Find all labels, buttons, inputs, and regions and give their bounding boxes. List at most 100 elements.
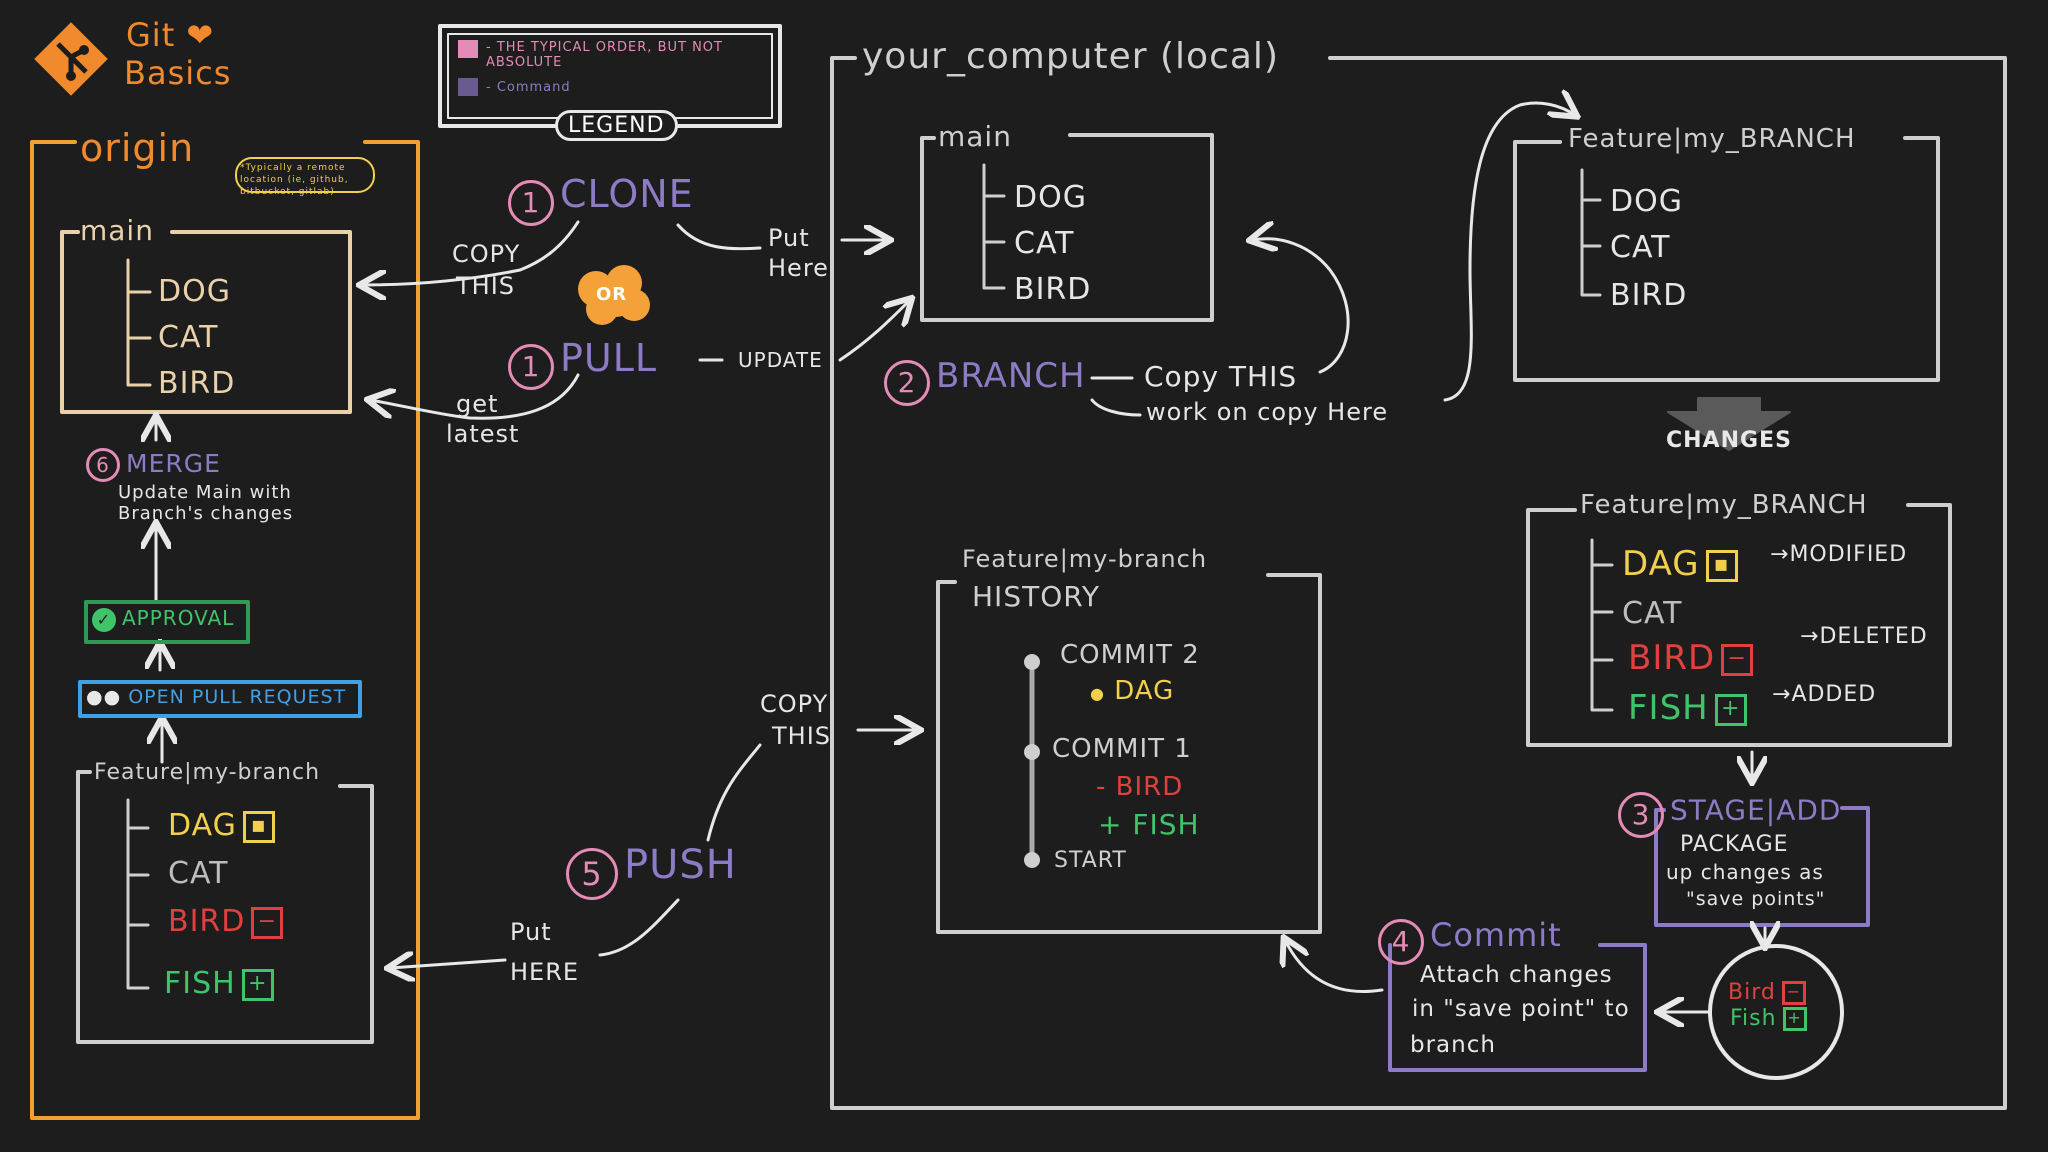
origin-feature-item-dag: DAG▪ — [168, 808, 275, 843]
modified-icon: ▪ — [1705, 549, 1738, 582]
bullet-icon: ● — [1090, 684, 1105, 703]
logo-title: Git ❤ — [126, 16, 214, 54]
legend: - THE TYPICAL ORDER, BUT NOT ABSOLUTE - … — [458, 40, 768, 96]
push-step-number: 5 — [566, 847, 618, 900]
origin-main-item-cat: CAT — [158, 320, 219, 355]
check-icon: ✓ — [92, 608, 116, 632]
branch-copy: Copy THIS — [1144, 360, 1298, 393]
clone-label: CLONE — [560, 172, 694, 216]
merge-label: MERGE — [126, 449, 221, 478]
changed-status-added-label: ADDED — [1791, 682, 1877, 707]
commit-title: Commit — [1430, 916, 1562, 954]
changed-status-modified-label: MODIFIED — [1789, 542, 1908, 567]
pull-label: PULL — [560, 336, 658, 380]
local-main-item-cat: CAT — [1014, 226, 1075, 261]
stage-step-number: 3 — [1618, 792, 1664, 838]
merge-step-number: 6 — [86, 448, 120, 482]
branch-step-number: 2 — [884, 359, 930, 406]
changed-row-dag: DAG▪ — [1622, 544, 1738, 584]
push-put1: Put — [510, 918, 552, 946]
deleted-icon: − — [251, 906, 284, 939]
deleted-icon: − — [1781, 981, 1806, 1005]
clone-copy1: COPY — [452, 240, 521, 268]
branch-work: work on copy Here — [1146, 398, 1389, 426]
commit-step-number: 4 — [1378, 918, 1424, 965]
origin-main-item-bird: BIRD — [158, 366, 236, 401]
push-label: PUSH — [624, 842, 737, 888]
changed-status-deleted-label: DELETED — [1819, 624, 1928, 649]
legend-item-order: - THE TYPICAL ORDER, BUT NOT ABSOLUTE — [458, 40, 768, 70]
history-title1: Feature|my-branch — [962, 545, 1208, 573]
logo-line2: Basics — [124, 54, 232, 92]
open-pull-request-label: OPEN PULL REQUEST — [128, 686, 347, 708]
staged-bird: Bird− — [1728, 980, 1806, 1005]
changed-status-deleted: →DELETED — [1800, 624, 1928, 649]
clone-put1: Put — [768, 224, 810, 252]
logo-line1: Git — [126, 16, 176, 54]
local-title: your_computer (local) — [862, 36, 1279, 77]
eyes-icon: ●● — [86, 686, 122, 708]
approval-badge: ✓APPROVAL — [92, 606, 234, 632]
deleted-icon: − — [1721, 643, 1754, 676]
stage-title: STAGE|ADD — [1670, 793, 1842, 827]
changed-row-fish: FISH+ — [1628, 688, 1747, 728]
clone-copy2: THIS — [456, 272, 516, 300]
clone-step-number: 1 — [508, 179, 554, 226]
stage-desc2: up changes as — [1666, 860, 1824, 884]
commit-desc1: Attach changes — [1420, 962, 1613, 988]
git-logo — [30, 18, 112, 100]
local-feature-item-cat: CAT — [1610, 230, 1671, 265]
added-icon: + — [241, 968, 274, 1001]
legend-title: LEGEND — [555, 110, 678, 141]
staged-fish: Fish+ — [1730, 1006, 1807, 1031]
origin-feature-item-bird-label: BIRD — [168, 904, 246, 939]
origin-feature-item-cat: CAT — [168, 856, 229, 891]
history-commit1-removed: - BIRD — [1096, 772, 1184, 802]
staged-fish-label: Fish — [1730, 1006, 1777, 1031]
clone-put2: Here — [768, 254, 829, 282]
or-badge: OR — [596, 284, 628, 305]
git-logo-icon — [34, 22, 108, 96]
origin-feature-item-bird: BIRD− — [168, 904, 284, 939]
branch-label: BRANCH — [936, 356, 1086, 396]
local-feature-item-dog: DOG — [1610, 184, 1683, 219]
added-icon: + — [1714, 693, 1747, 726]
commit-desc2: in "save point" to — [1412, 996, 1630, 1022]
local-main-title: main — [938, 120, 1012, 153]
changed-row-bird: BIRD− — [1628, 638, 1754, 678]
staged-bird-label: Bird — [1728, 980, 1776, 1005]
origin-feature-item-dag-label: DAG — [168, 808, 237, 843]
push-copy1: COPY — [760, 690, 829, 718]
changed-status-added: →ADDED — [1772, 682, 1877, 707]
history-commit1: COMMIT 1 — [1052, 734, 1192, 764]
stage-desc1: PACKAGE — [1680, 832, 1789, 857]
commit-desc3: branch — [1410, 1032, 1496, 1058]
history-start: START — [1054, 848, 1127, 873]
push-put2: HERE — [510, 958, 580, 986]
added-icon: + — [1782, 1007, 1807, 1031]
legend-label-order: - THE TYPICAL ORDER, BUT NOT ABSOLUTE — [486, 40, 723, 70]
origin-feature-title: Feature|my-branch — [94, 760, 321, 785]
local-main-item-bird: BIRD — [1014, 272, 1092, 307]
local-feature-title: Feature|my_BRANCH — [1568, 124, 1856, 154]
origin-note: *Typically a remote location (ie, github… — [240, 163, 349, 197]
open-pull-request: ●● OPEN PULL REQUEST — [86, 686, 346, 708]
pull-get1: get — [456, 390, 499, 418]
local-main-item-dog: DOG — [1014, 180, 1087, 215]
changed-status-modified: →MODIFIED — [1770, 542, 1908, 567]
origin-main-title: main — [80, 214, 154, 247]
changed-feature-title: Feature|my_BRANCH — [1580, 490, 1868, 520]
history-commit2-change: ● DAG — [1090, 676, 1174, 706]
pull-update: UPDATE — [738, 348, 823, 372]
pull-get2: latest — [446, 420, 520, 448]
history-commit2: COMMIT 2 — [1060, 640, 1200, 670]
stage-desc3: "save points" — [1686, 888, 1826, 910]
